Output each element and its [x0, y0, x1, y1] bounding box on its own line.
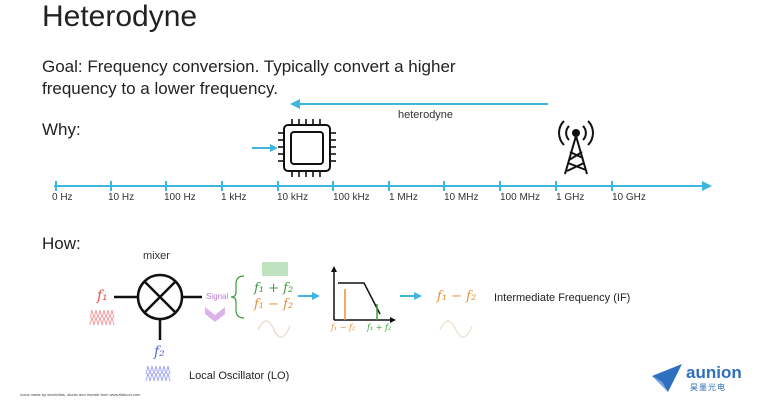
tick-label: 0 Hz — [52, 192, 73, 203]
diff-waveform — [257, 320, 291, 338]
tick-label: 1 kHz — [221, 192, 247, 203]
tick-label: 10 GHz — [612, 192, 646, 203]
f1-label: f₁ — [97, 288, 108, 304]
filter-low-label: f₁ − f₂ — [331, 323, 356, 332]
signal-bracket — [230, 275, 245, 319]
lowpass-filter-plot — [331, 266, 396, 323]
how-label: How: — [42, 234, 81, 253]
f1-waveform — [89, 309, 115, 326]
f2-label: f₂ — [154, 344, 165, 360]
tick-label: 10 Hz — [108, 192, 135, 203]
filter-input-arrow — [298, 292, 320, 300]
brand-name: aunion — [686, 363, 742, 382]
frequency-axis — [54, 181, 712, 191]
if-waveform — [439, 320, 473, 338]
if-frequency-label: f₁ − f₂ — [437, 289, 477, 304]
chip-input-arrow — [252, 144, 278, 152]
icon-credit: Icons made by sharicIlias. studio and mo… — [20, 392, 141, 397]
lo-label: Local Oscillator (LO) — [189, 370, 290, 382]
f2-waveform — [145, 365, 171, 382]
why-label: Why: — [42, 120, 81, 139]
sum-label: f₁ + f₂ — [254, 281, 294, 296]
sum-waveform — [262, 262, 288, 276]
brand-logo-icon — [652, 364, 682, 392]
goal-line-2: frequency to a lower frequency. — [42, 79, 278, 98]
output-arrow — [400, 292, 422, 300]
tick-label: 100 kHz — [333, 192, 370, 203]
mixer-symbol — [114, 273, 202, 340]
mixer-label: mixer — [143, 250, 170, 262]
heterodyne-label: heterodyne — [398, 109, 454, 121]
heterodyne-arrow — [290, 99, 548, 109]
brand-subtitle: 昊量光电 — [690, 383, 726, 392]
if-label: Intermediate Frequency (IF) — [494, 292, 631, 304]
diff-label: f₁ − f₂ — [254, 297, 294, 312]
tick-label: 100 MHz — [500, 192, 541, 203]
tick-label: 1 MHz — [389, 192, 418, 203]
signal-chevron-icon — [205, 307, 225, 322]
goal-line-1: Goal: Frequency conversion. Typically co… — [42, 57, 456, 76]
filter-high-label: f₁ + f₂ — [367, 323, 392, 332]
page-title: Heterodyne — [42, 0, 198, 33]
signal-label: Signal — [206, 292, 229, 301]
tick-label: 100 Hz — [164, 192, 196, 203]
tick-label: 10 kHz — [277, 192, 309, 203]
tick-label: 10 MHz — [444, 192, 479, 203]
cpu-chip-icon — [278, 119, 336, 177]
tick-label: 1 GHz — [556, 192, 585, 203]
radio-tower-icon — [558, 120, 594, 175]
goal-text: Goal: Frequency conversion. Typically co… — [42, 56, 456, 100]
